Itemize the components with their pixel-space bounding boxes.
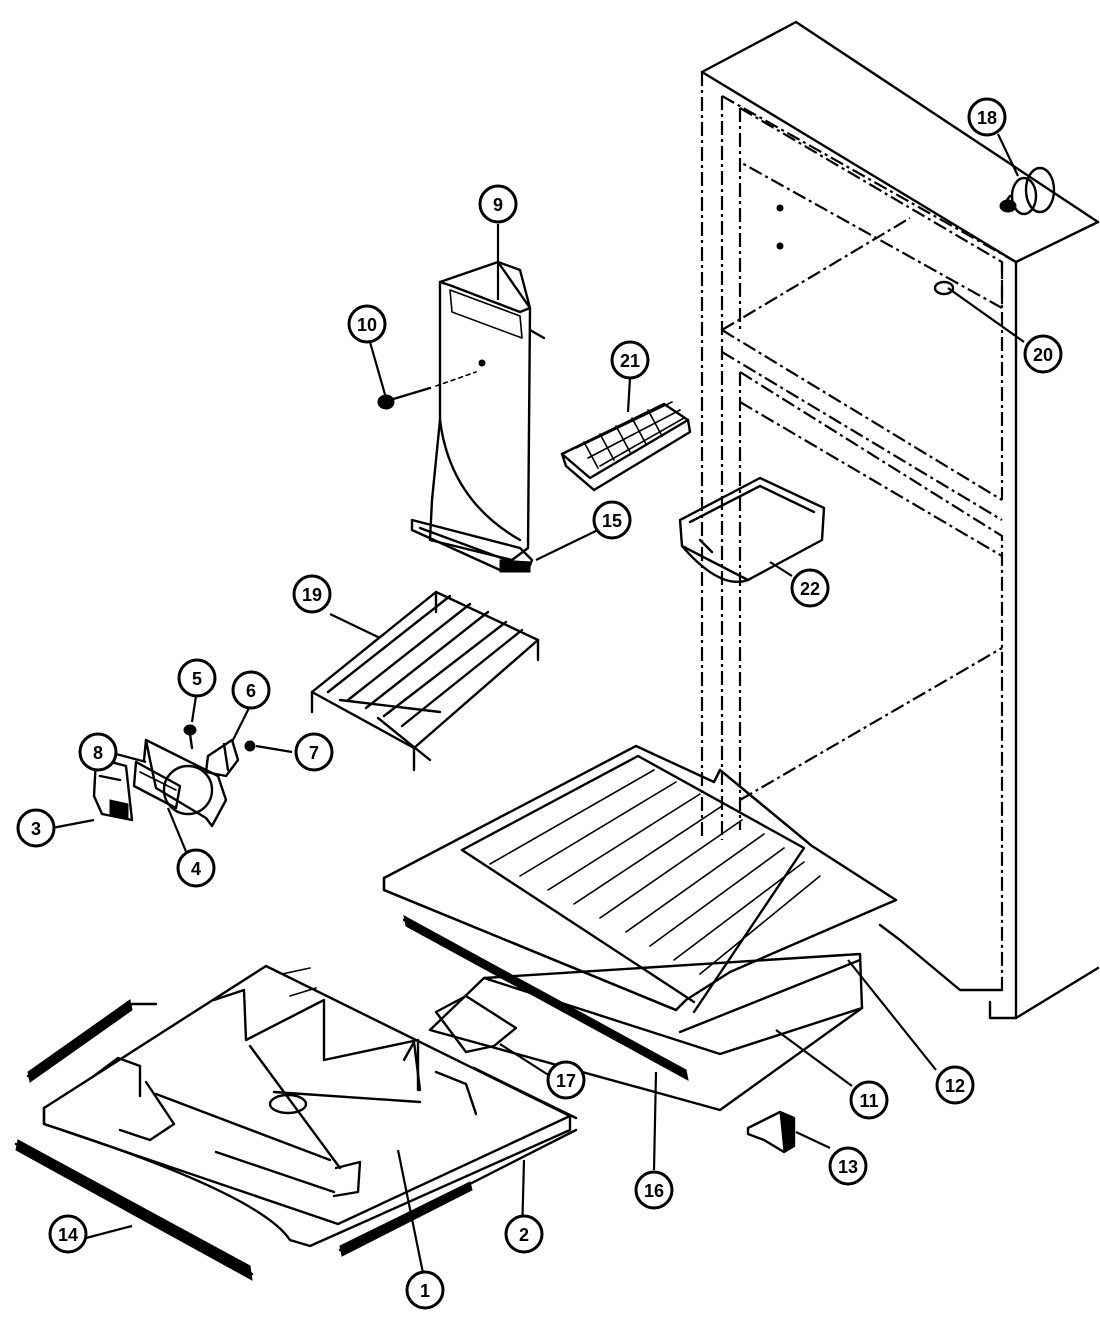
callout-7: 7 — [294, 732, 334, 772]
callout-11-label: 11 — [859, 1091, 878, 1111]
part-3-motor-mount — [92, 756, 134, 822]
callout-5-label: 5 — [192, 669, 202, 689]
part-11-panel — [428, 952, 864, 1112]
part-2-rail — [338, 1066, 578, 1257]
part-1-crisper-pan — [42, 964, 572, 1248]
callout-10-label: 10 — [357, 315, 377, 335]
callout-16-label: 16 — [644, 1181, 664, 1201]
callout-15-label: 15 — [602, 511, 622, 531]
callout-3: 3 — [16, 808, 56, 848]
callout-4-label: 4 — [191, 859, 201, 879]
part-9-air-duct — [428, 260, 546, 562]
part-12-shelf — [382, 744, 898, 1014]
part-8-fan-bracket — [142, 738, 228, 828]
callout-17: 17 — [546, 1060, 586, 1100]
callout-9: 9 — [478, 184, 518, 224]
part-15-seal — [410, 518, 534, 573]
callout-1: 1 — [405, 1270, 445, 1310]
part-13-clip — [746, 1110, 796, 1154]
part-19-wire-shelf — [310, 590, 540, 772]
callout-4: 4 — [176, 848, 216, 888]
part-14-slide-rail — [14, 999, 254, 1281]
callout-14: 14 — [48, 1214, 88, 1254]
part-22-ice-bin — [678, 476, 826, 584]
part-4-fan-motor — [132, 760, 182, 810]
callout-15: 15 — [592, 500, 632, 540]
part-7-nut — [244, 740, 256, 752]
callout-16: 16 — [634, 1170, 674, 1210]
callout-1-label: 1 — [420, 1281, 430, 1301]
callout-12: 12 — [935, 1065, 975, 1105]
callout-5: 5 — [177, 658, 217, 698]
callout-9-label: 9 — [493, 195, 503, 215]
part-10-screw — [377, 371, 477, 410]
callout-3-label: 3 — [31, 819, 41, 839]
callout-20-label: 20 — [1033, 345, 1053, 365]
callout-13: 13 — [828, 1146, 868, 1186]
callout-6-label: 6 — [246, 681, 256, 701]
callout-17-label: 17 — [556, 1071, 576, 1091]
part-21-ice-tray — [560, 401, 692, 492]
part-20-bulb — [933, 280, 955, 296]
callout-20: 20 — [1023, 334, 1063, 374]
callout-19: 19 — [292, 574, 332, 614]
part-17-cover — [434, 994, 518, 1054]
callout-18-label: 18 — [977, 108, 997, 128]
callout-14-label: 14 — [58, 1225, 78, 1245]
callout-7-label: 7 — [309, 743, 319, 763]
callout-22-label: 22 — [800, 579, 820, 599]
part-18-light-socket — [999, 166, 1056, 216]
callout-12-label: 12 — [945, 1076, 965, 1096]
part-6-fan-blade — [204, 738, 240, 778]
callout-10: 10 — [347, 304, 387, 344]
callout-21-label: 21 — [620, 351, 640, 371]
callout-2: 2 — [504, 1214, 544, 1254]
callout-8: 8 — [78, 732, 118, 772]
callout-18: 18 — [967, 97, 1007, 137]
callout-13-label: 13 — [838, 1157, 858, 1177]
callout-6: 6 — [231, 670, 271, 710]
callout-11: 11 — [849, 1080, 889, 1120]
callout-2-label: 2 — [519, 1225, 529, 1245]
part-5-screw — [183, 724, 197, 750]
callout-22: 22 — [790, 568, 830, 608]
callout-19-label: 19 — [302, 585, 322, 605]
callout-8-label: 8 — [93, 743, 103, 763]
callout-21: 21 — [610, 340, 650, 380]
cabinet-outline — [700, 20, 1100, 1020]
